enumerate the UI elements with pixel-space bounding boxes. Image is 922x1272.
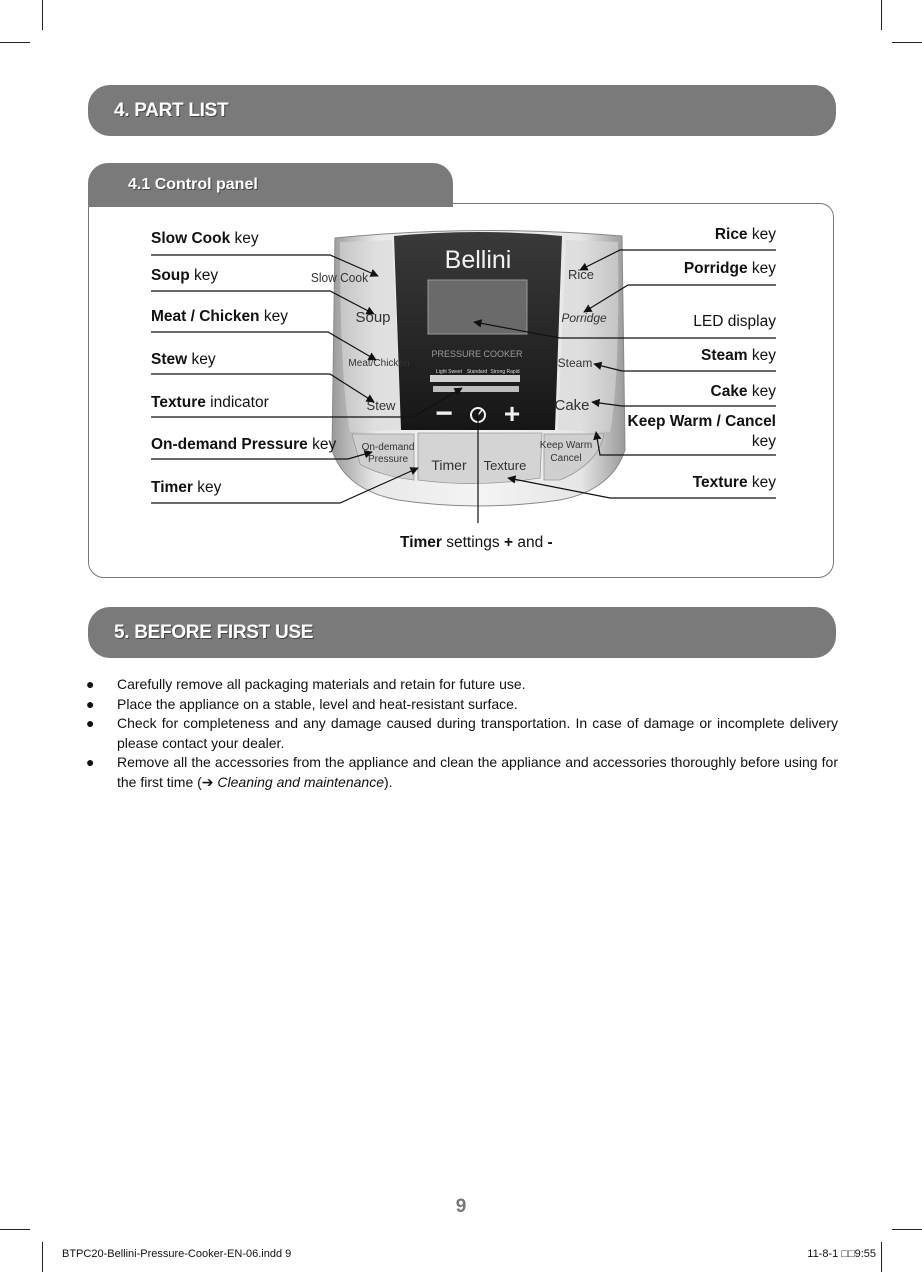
label-timer-settings: Timer settings + and - — [400, 534, 553, 551]
svg-text:Meat/Chicken: Meat/Chicken — [348, 358, 409, 369]
cross-reference-link: Cleaning and maintenance — [217, 773, 384, 790]
page-number: 9 — [455, 1196, 467, 1217]
label-led-display: LED display — [693, 313, 776, 330]
label-stew-key: Stew key — [151, 351, 216, 368]
control-panel-illustration: Bellini PRESSURE COOKER Light Sweet Stan… — [151, 229, 776, 523]
label-timer-key: Timer key — [151, 479, 222, 496]
crop-mark — [42, 1242, 43, 1272]
label-rice-key: Rice key — [714, 226, 776, 243]
crop-mark — [881, 0, 882, 30]
svg-text:Pressure: Pressure — [368, 454, 408, 465]
crop-mark — [42, 0, 43, 30]
crop-mark — [892, 1229, 922, 1230]
footer-file-name: BTPC20-Bellini-Pressure-Cooker-EN-06.ind… — [62, 1248, 292, 1260]
svg-text:Soup: Soup — [355, 309, 390, 326]
before-first-use-list: ●Carefully remove all packaging material… — [86, 675, 838, 792]
svg-text:Porridge: Porridge — [561, 311, 607, 325]
arrow-right-icon: ➔ — [201, 773, 214, 790]
timer-minus-symbol: − — [435, 397, 453, 430]
svg-text:Cancel: Cancel — [550, 453, 581, 464]
section-heading-before-first-use: 5. BEFORE FIRST USE — [88, 607, 836, 658]
svg-text:Timer: Timer — [431, 457, 467, 473]
label-steam-key: Steam key — [701, 347, 776, 364]
label-porridge-key: Porridge key — [683, 260, 776, 277]
list-item: ●Remove all the accessories from the app… — [86, 754, 838, 790]
section-heading-part-list: 4. PART LIST — [88, 85, 836, 136]
crop-mark — [0, 1229, 30, 1230]
panel-model: PRESSURE COOKER — [431, 349, 523, 359]
svg-text:Light Sweet: Light Sweet — [436, 369, 463, 375]
label-cake-key: Cake key — [710, 383, 777, 400]
svg-text:Steam: Steam — [558, 356, 593, 370]
svg-text:On-demand: On-demand — [362, 442, 415, 453]
label-on-demand-pressure-key: On-demand Pressure key — [151, 436, 337, 453]
svg-text:Texture: Texture — [484, 458, 527, 473]
crop-mark — [0, 42, 30, 43]
footer-date: 11-8-1 □□9:55 — [807, 1248, 876, 1260]
list-item: ●Place the appliance on a stable, level … — [86, 695, 518, 712]
crop-mark — [892, 42, 922, 43]
svg-text:Strong Rapid: Strong Rapid — [490, 369, 519, 375]
label-slow-cook-key: Slow Cook key — [151, 230, 259, 247]
svg-text:Cake: Cake — [554, 397, 589, 414]
svg-text:Rice: Rice — [568, 267, 594, 282]
label-texture-key: Texture key — [692, 474, 776, 491]
subsection-heading-control-panel: 4.1 Control panel — [88, 163, 453, 207]
timer-plus-symbol: + — [504, 398, 520, 429]
panel-brand: Bellini — [445, 246, 512, 274]
svg-text:Keep Warm: Keep Warm — [540, 440, 592, 451]
svg-text:Slow Cook: Slow Cook — [311, 271, 369, 286]
crop-mark — [881, 1242, 882, 1272]
label-meat-chicken-key: Meat / Chicken key — [151, 308, 288, 325]
list-item: ●Carefully remove all packaging material… — [86, 676, 526, 692]
svg-text:Standard: Standard — [467, 369, 488, 375]
label-soup-key: Soup key — [151, 267, 219, 284]
list-item: ●Check for completeness and any damage c… — [86, 715, 838, 751]
control-panel-frame — [88, 203, 834, 578]
label-texture-indicator: Texture indicator — [151, 394, 269, 411]
